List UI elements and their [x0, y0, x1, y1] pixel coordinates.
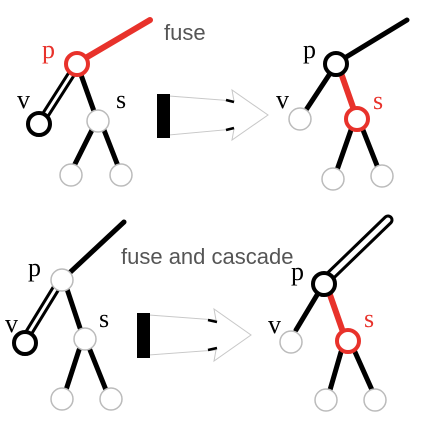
node-s-left-child	[50, 387, 74, 411]
node-s-right-child	[99, 387, 123, 411]
node-s-left-child	[321, 167, 345, 191]
node-s-right-child	[363, 388, 387, 412]
node-v	[26, 111, 52, 137]
node-s	[344, 106, 370, 132]
node-p	[50, 268, 74, 292]
label-v: v	[5, 309, 18, 338]
node-v	[12, 330, 38, 356]
label-p: p	[303, 35, 316, 64]
edge-parent-red	[74, 17, 153, 66]
edge-p-s-red	[326, 289, 346, 335]
edge-s-left	[71, 127, 95, 169]
node-p	[323, 51, 349, 77]
edge-parent-inner	[325, 217, 391, 281]
node-s	[335, 328, 361, 354]
edge-s-left	[327, 349, 344, 393]
tree-after-fuse: p v s	[276, 17, 410, 191]
node-p	[64, 51, 90, 77]
node-s	[73, 327, 97, 351]
tree-after-cascade: p v s	[268, 214, 394, 412]
edge-p-v-inner	[26, 283, 60, 336]
edge-parent	[61, 219, 127, 281]
edge-s-left	[63, 347, 82, 393]
node-v	[288, 107, 312, 131]
label-v: v	[268, 310, 281, 339]
node-p	[311, 271, 337, 297]
label-s: s	[99, 304, 109, 333]
edge-p-v-inner	[42, 68, 76, 119]
tree-before-fuse: p v s	[17, 17, 153, 187]
node-s-right-child	[109, 163, 133, 187]
edge-p-s	[63, 283, 83, 331]
edge-p-s-red	[338, 70, 357, 113]
label-s: s	[116, 85, 126, 114]
arrow-tick-upper	[207, 318, 218, 324]
transform-arrow	[137, 307, 252, 363]
label-p: p	[291, 257, 304, 286]
arrow-body	[168, 88, 269, 142]
edge-parent	[335, 17, 410, 65]
node-s-right-child	[370, 164, 394, 188]
label-s: s	[373, 86, 383, 115]
edge-p-v	[303, 69, 334, 113]
caption-fuse: fuse	[164, 20, 206, 45]
arrow-tail-bar	[157, 94, 170, 138]
label-v: v	[276, 85, 289, 114]
node-v	[279, 330, 303, 354]
edge-s-right	[101, 127, 121, 169]
transform-arrow	[157, 88, 269, 142]
edge-s-right	[87, 347, 109, 393]
node-s-left-child	[59, 163, 83, 187]
arrow-tick-lower	[207, 346, 218, 352]
edge-s-left	[334, 127, 354, 173]
label-p: p	[28, 253, 41, 282]
edge-s-right	[360, 127, 381, 171]
edge-p-s	[77, 69, 98, 117]
node-s-left-child	[314, 388, 338, 412]
tree-before-cascade: p v s	[5, 219, 127, 411]
edge-p-v	[293, 287, 323, 333]
panel-fuse-and-cascade: p v s p v s fuse a	[5, 214, 394, 412]
arrow-tick-upper	[225, 98, 235, 104]
caption-fuse-and-cascade: fuse and cascade	[121, 244, 293, 269]
panel-fuse: fuse p v s	[17, 17, 410, 191]
label-p: p	[42, 35, 55, 64]
arrow-tick-lower	[225, 126, 235, 132]
label-s: s	[364, 304, 374, 333]
arrow-tail-bar	[137, 313, 150, 358]
edge-s-right	[352, 349, 375, 393]
label-v: v	[17, 85, 30, 114]
arrow-body	[148, 307, 252, 363]
node-s	[86, 109, 110, 133]
